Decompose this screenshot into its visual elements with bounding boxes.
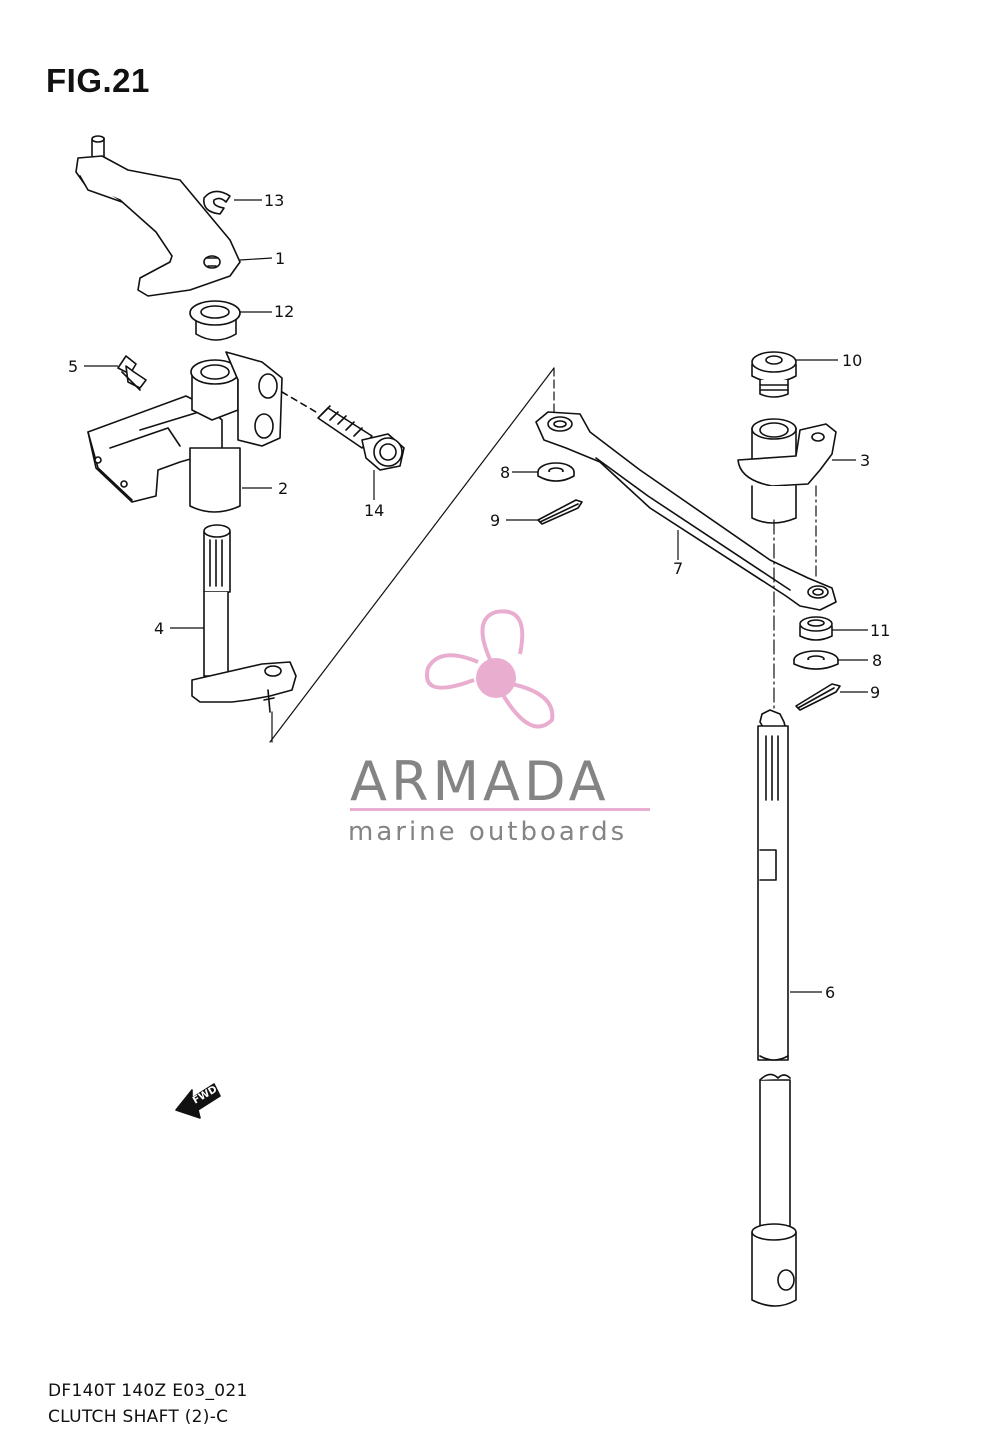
alignment-lines [270, 368, 816, 742]
callout-12: 12 [274, 302, 294, 321]
propeller-logo-icon [427, 611, 552, 726]
part-11-bushing [800, 617, 832, 640]
callout-labels: 13 1 12 5 2 14 4 10 3 8 9 7 11 8 9 6 [68, 191, 890, 1002]
figure-title: FIG.21 [46, 62, 150, 99]
callout-3: 3 [860, 451, 870, 470]
callout-6: 6 [825, 983, 835, 1002]
footer-model-code: DF140T 140Z E03_021 [48, 1381, 248, 1401]
callout-9a: 9 [490, 511, 500, 530]
watermark-tagline: marine outboards [348, 817, 627, 847]
callout-leaders [84, 200, 868, 992]
part-7-shift-rod [536, 412, 836, 610]
part-2-shift-housing [88, 352, 282, 512]
part-8-washer-upper [538, 463, 574, 481]
armada-watermark: ARMADA marine outboards [348, 611, 650, 847]
callout-4: 4 [154, 619, 164, 638]
part-3-lever [738, 419, 836, 523]
part-9-cotter-pin-upper [538, 500, 582, 524]
part-12-bushing [190, 301, 240, 340]
watermark-brand: ARMADA [350, 750, 610, 813]
callout-10: 10 [842, 351, 862, 370]
part-14-bolt [282, 392, 404, 470]
callout-7: 7 [673, 559, 683, 578]
callout-2: 2 [278, 479, 288, 498]
part-6-clutch-shaft [752, 710, 796, 1306]
part-8-washer-lower [794, 651, 838, 669]
callout-8a: 8 [500, 463, 510, 482]
part-4-shift-shaft [192, 525, 296, 712]
callout-1: 1 [275, 249, 285, 268]
part-10-plug [752, 352, 796, 397]
footer-section-name: CLUTCH SHAFT (2)-C [48, 1407, 229, 1427]
callout-11: 11 [870, 621, 890, 640]
part-5-grease-nipple [118, 356, 146, 390]
callout-9b: 9 [870, 683, 880, 702]
callout-13: 13 [264, 191, 284, 210]
part-9-cotter-pin-lower [796, 684, 840, 710]
part-13-e-clip [204, 191, 230, 214]
callout-14: 14 [364, 501, 384, 520]
callout-8b: 8 [872, 651, 882, 670]
callout-5: 5 [68, 357, 78, 376]
fwd-arrow-icon [176, 1084, 220, 1118]
part-1-shift-lever [76, 136, 240, 296]
